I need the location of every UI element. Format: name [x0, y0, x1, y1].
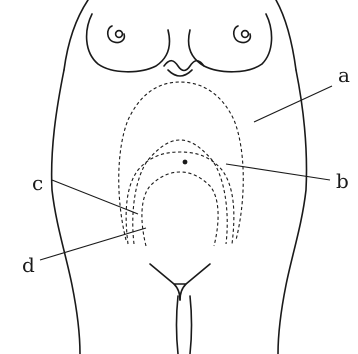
leader-d [40, 228, 146, 260]
under-chest-curve [168, 70, 192, 76]
label-c: c [32, 171, 43, 195]
region-b [133, 140, 227, 244]
region-d [142, 172, 218, 246]
left-breast [87, 14, 170, 72]
pubic-outline [150, 264, 180, 300]
label-b: b [336, 169, 349, 193]
leader-b [226, 164, 330, 180]
label-a: a [338, 63, 350, 87]
leader-c [52, 180, 138, 214]
pubic-outline-right [180, 264, 210, 300]
region-a [119, 82, 244, 240]
label-d: d [22, 253, 35, 277]
navel [183, 160, 188, 165]
leader-a [254, 86, 332, 122]
region-c [126, 152, 234, 244]
